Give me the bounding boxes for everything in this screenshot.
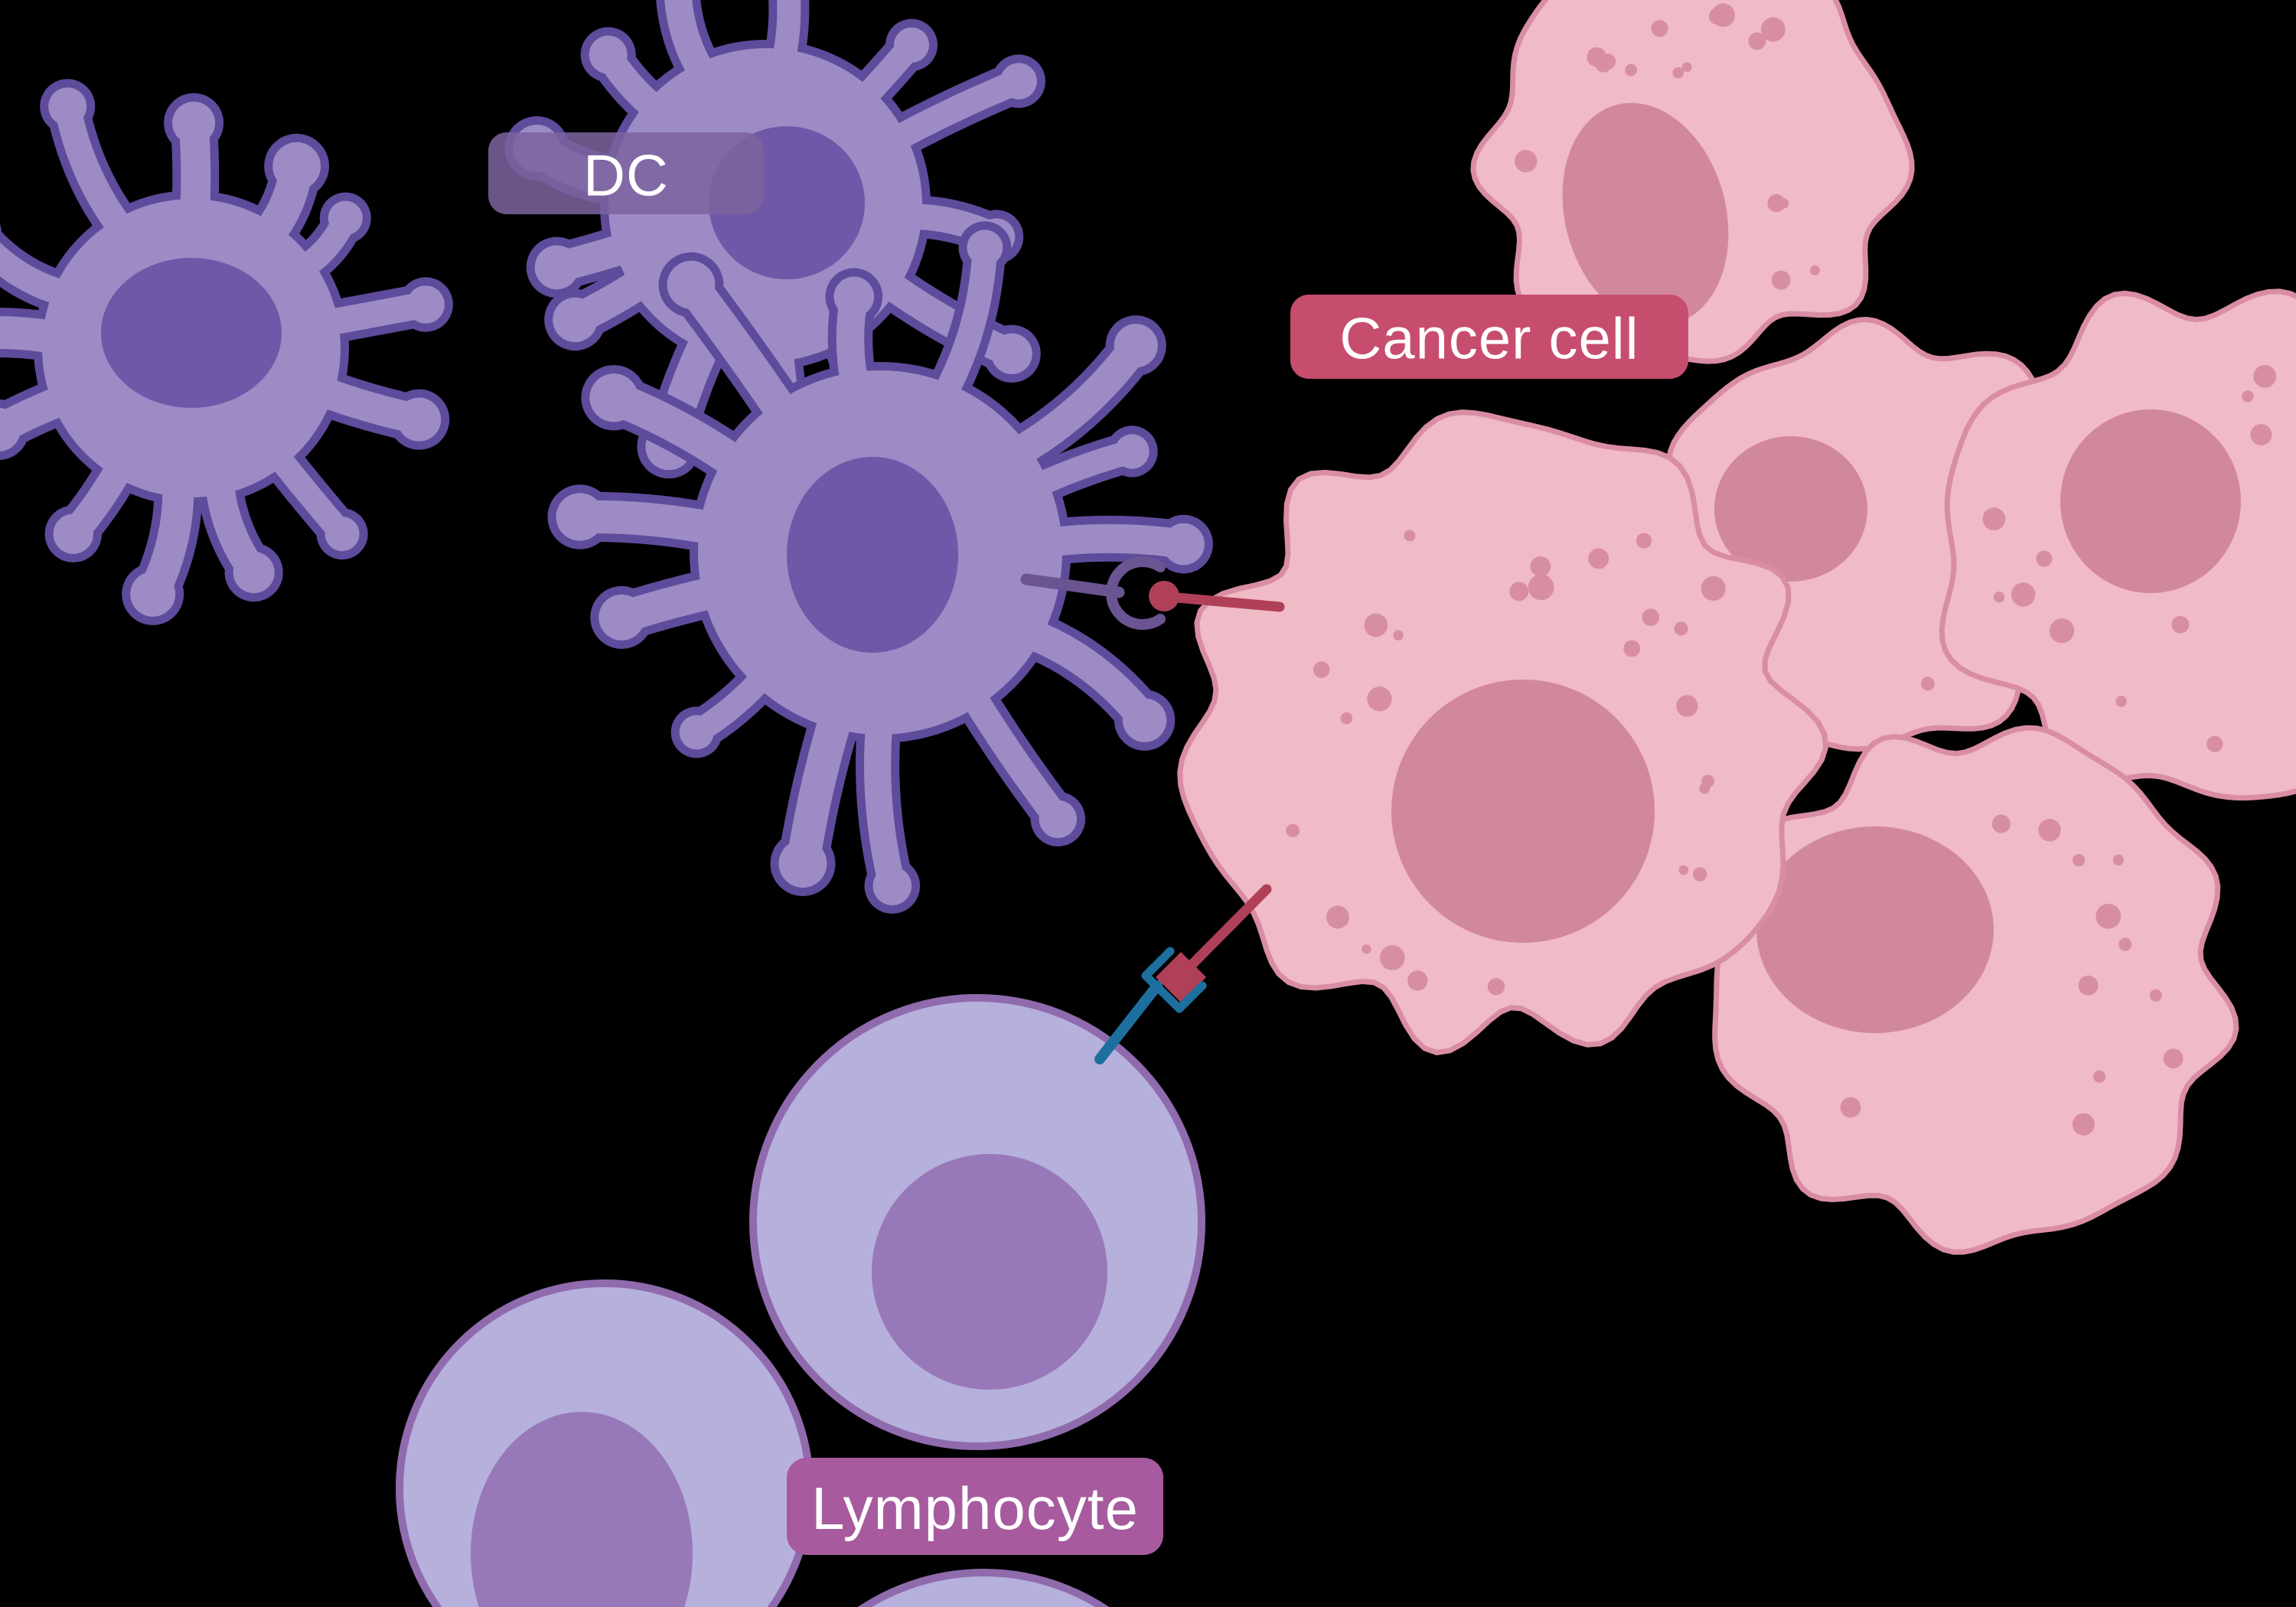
lymphocyte-nucleus <box>872 1154 1107 1390</box>
cancer-cell-nucleus <box>2060 409 2241 593</box>
cancer-ligand-ball <box>1149 581 1179 611</box>
dc-label-bg <box>488 132 764 214</box>
cancer-cell-nucleus <box>1562 103 1729 326</box>
cancer-cell <box>1939 288 2296 801</box>
lymphocyte-nucleus <box>471 1412 693 1607</box>
cancer-cell <box>1177 409 1829 1056</box>
cancer-cell <box>1712 725 2239 1255</box>
dc-label: DC <box>488 132 764 214</box>
cancer-cell-label-bg <box>1290 295 1688 379</box>
cancer-cell-label: Cancer cell <box>1290 295 1688 379</box>
lymphocyte-cell <box>857 1569 1110 1607</box>
lymphocyte-cell <box>749 994 1205 1450</box>
dendritic-cell <box>547 221 1213 914</box>
cancer-ligand2-stick <box>1182 884 1272 974</box>
lymphocyte-cell <box>396 1279 814 1607</box>
lymphocyte-cancer-interaction <box>1094 884 1272 1064</box>
dc-receptor-stem <box>1020 573 1125 598</box>
cancer-cell-nucleus <box>1756 826 1994 1033</box>
cancer-cell-label-text: Cancer cell <box>1339 307 1639 372</box>
dendritic-cell-nucleus <box>787 457 958 653</box>
dc-receptor-c-ring <box>1106 556 1166 630</box>
cancer-ligand-stick <box>1172 592 1285 612</box>
dc-cancer-interaction <box>1020 556 1285 630</box>
dendritic-cell-nucleus <box>101 258 282 408</box>
lymphocyte-receptor-bracket-front <box>1175 981 1207 1013</box>
lymphocyte-label-text: Lymphocyte <box>811 1475 1139 1542</box>
dendritic-cell <box>0 79 453 625</box>
cancer-cell-nucleus <box>1714 436 1867 582</box>
lymphocyte-receptor-stem <box>1094 980 1163 1064</box>
cancer-cell <box>1470 0 1915 364</box>
lymphocyte-label-bg <box>787 1458 1163 1555</box>
lymphocyte-label: Lymphocyte <box>787 1458 1163 1555</box>
dc-label-text: DC <box>583 144 669 209</box>
cancer-cell-nucleus <box>1391 680 1655 943</box>
